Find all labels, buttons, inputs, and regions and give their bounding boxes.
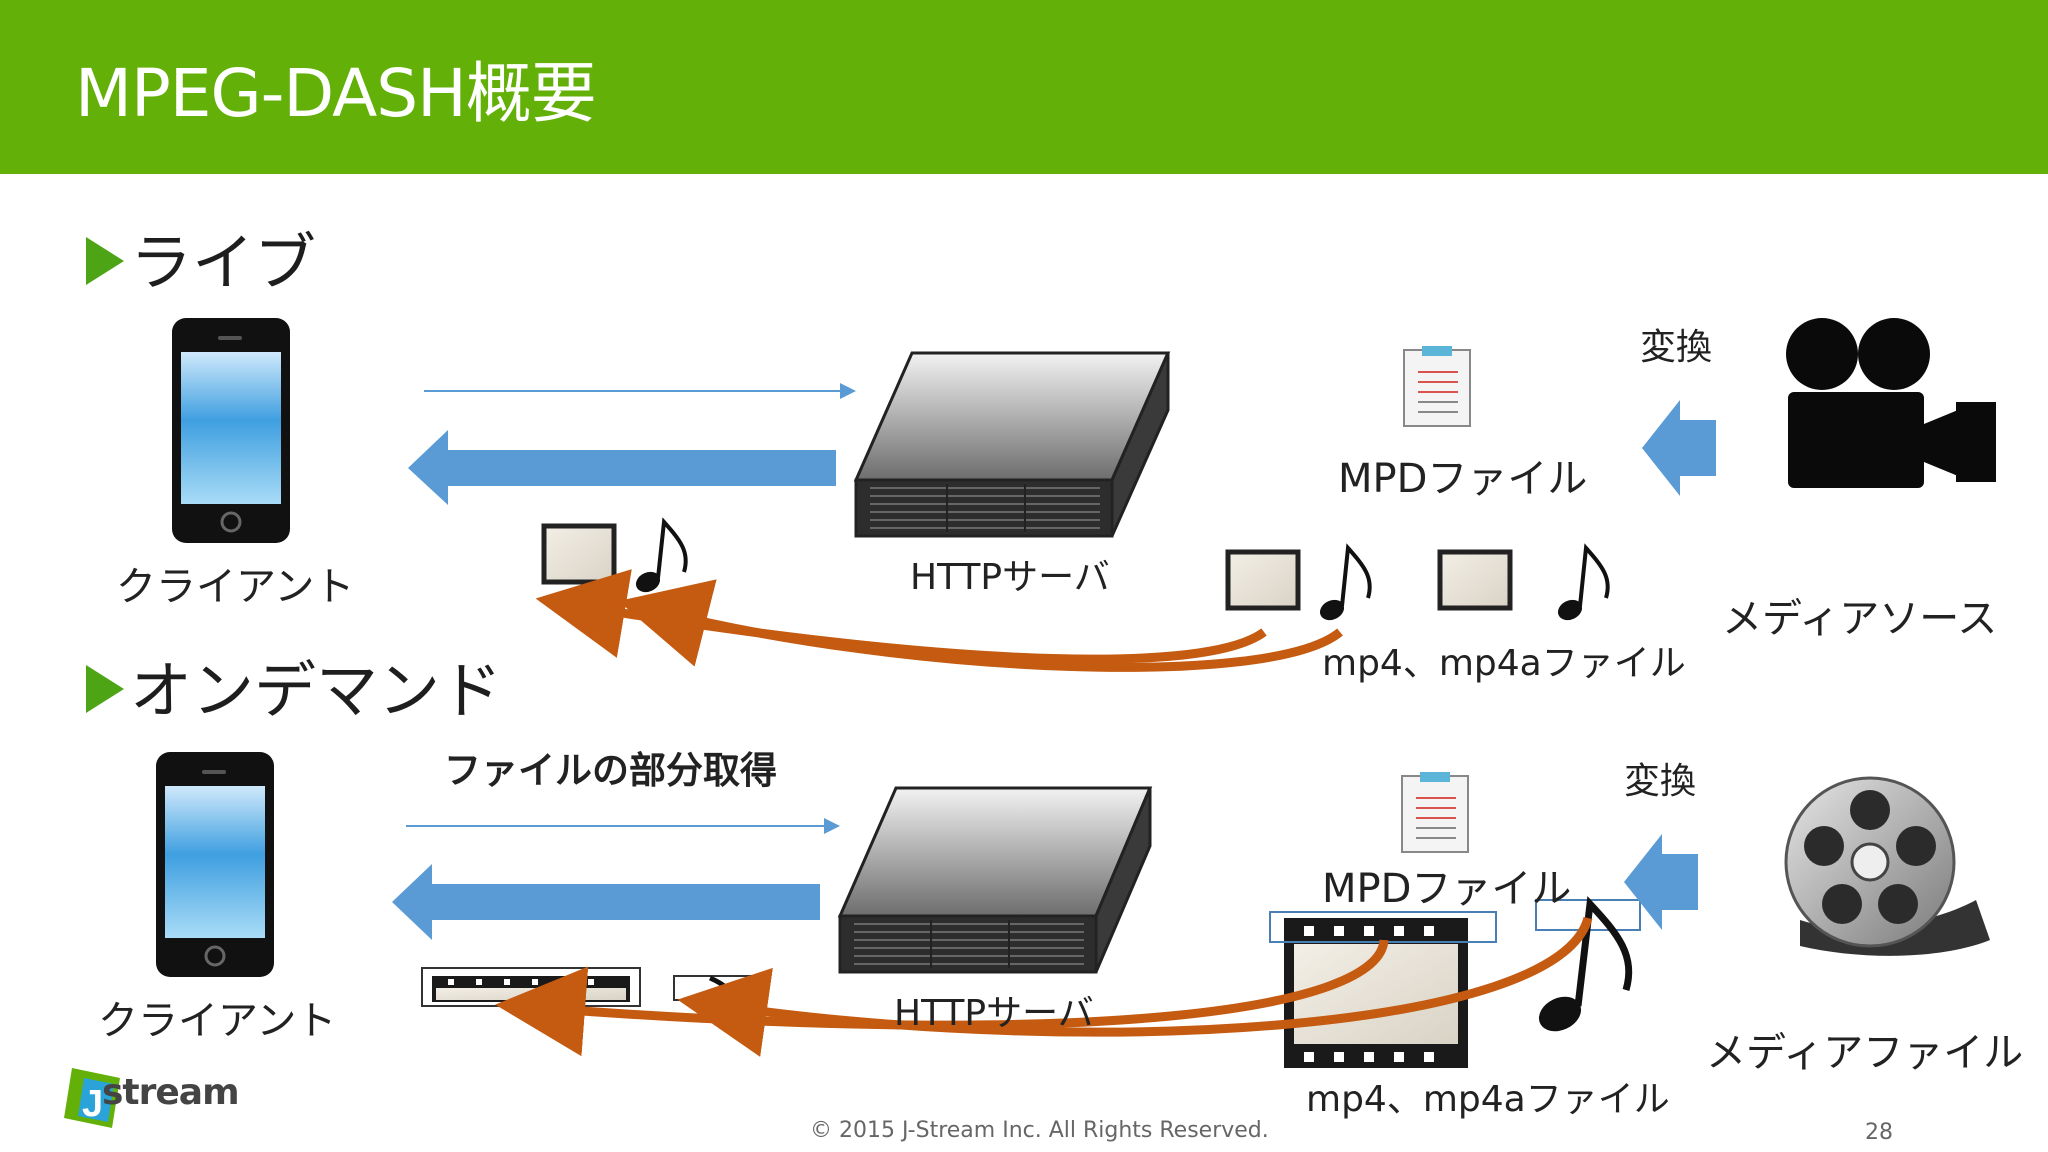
mpd-document-icon [1401,772,1469,853]
http-server-icon [853,351,1171,538]
ondemand-media-label: mp4、mp4aファイル [1306,1079,1670,1120]
jstream-logo-mark-icon: J [64,1068,120,1128]
live-media-label: mp4、mp4aファイル [1322,643,1686,684]
smartphone-icon [172,318,290,543]
convert-arrow-live [1642,400,1716,496]
jstream-logo: J stream [62,1064,240,1134]
partial-film-strip-icon [421,967,641,1007]
ondemand-partial-label: ファイルの部分取得 [444,749,777,792]
bullet-triangle-icon [86,236,124,285]
media-flow-arrow-live-audio [618,579,1343,672]
ondemand-server-label: HTTPサーバ [894,993,1094,1034]
mpd-document-icon [1403,346,1471,427]
response-arrow-ondemand [392,864,820,940]
live-server-label: HTTPサーバ [910,557,1110,598]
slide-title: MPEG-DASH概要 [75,55,597,132]
ondemand-mpd-label: MPDファイル [1322,866,1572,912]
convert-arrow-ondemand [1624,834,1698,930]
media-flow-arrow-ondemand-audio [677,916,1593,1057]
live-client-label: クライアント [116,564,355,610]
ondemand-convert-label: 変換 [1624,761,1697,802]
section-live: ライブ [86,212,316,302]
video-camera-icon [1786,318,1996,488]
title-bar: MPEG-DASH概要 [0,0,2048,174]
smartphone-icon [156,752,274,977]
response-arrow-live [408,430,836,505]
bullet-triangle-icon [86,664,124,713]
film-reel-icon [1784,776,1990,956]
section-ondemand: オンデマンド [86,640,502,730]
live-mpd-label: MPDファイル [1338,456,1588,502]
ondemand-source-label: メディアファイル [1706,1030,2024,1076]
music-note-icon [1535,896,1641,1032]
http-server-icon [837,786,1153,974]
partial-audio-icon [673,975,761,1001]
page-number: 28 [1865,1120,1893,1145]
svg-text:J: J [82,1083,103,1125]
live-convert-label: 変換 [1640,327,1713,368]
section-ondemand-heading: オンデマンド [130,654,503,727]
section-live-heading: ライブ [130,226,317,299]
live-source-label: メディアソース [1722,596,1998,642]
copyright-footer: © 2015 J-Stream Inc. All Rights Reserved… [810,1118,1269,1143]
jstream-logo-text: stream [102,1072,240,1113]
ondemand-client-label: クライアント [98,998,337,1044]
